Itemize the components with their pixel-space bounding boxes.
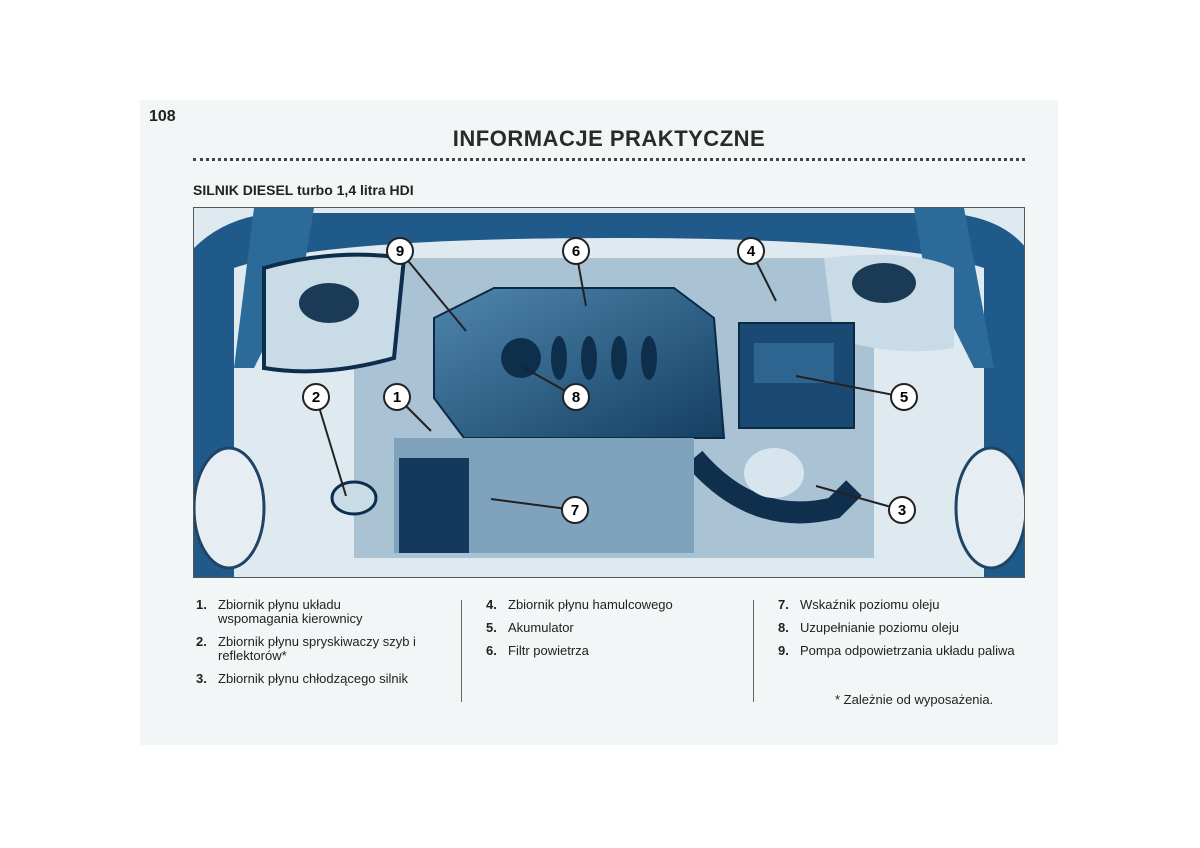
item-text: Pompa odpowietrzania układu paliwa (800, 643, 1015, 658)
item-number: 2. (196, 634, 207, 649)
callout-8: 8 (520, 365, 590, 411)
legend-item: 2. Zbiornik płynu spryskiwaczy szyb i ref… (196, 635, 416, 663)
svg-text:8: 8 (572, 389, 580, 406)
svg-text:1: 1 (393, 389, 401, 406)
legend-item: 4. Zbiornik płynu hamulcowego (486, 598, 726, 612)
item-text: Zbiornik płynu układu wspomagania kierow… (218, 597, 363, 626)
legend-column-2: 4. Zbiornik płynu hamulcowego 5. Akumulato… (486, 598, 726, 667)
item-number: 3. (196, 671, 207, 686)
svg-text:4: 4 (747, 243, 756, 260)
legend-item: 7. Wskaźnik poziomu oleju (778, 598, 1018, 612)
legend-column-1: 1. Zbiornik płynu układu wspomagania kier… (196, 598, 416, 695)
callout-4: 4 (737, 237, 777, 302)
item-number: 9. (778, 643, 789, 658)
legend-column-3: 7. Wskaźnik poziomu oleju 8. Uzupełnianie … (778, 598, 1018, 667)
svg-text:2: 2 (312, 389, 320, 406)
item-number: 4. (486, 597, 497, 612)
svg-text:9: 9 (396, 243, 404, 260)
legend-item: 9. Pompa odpowietrzania układu paliwa (778, 644, 1018, 658)
section-title: SILNIK DIESEL turbo 1,4 litra HDI (193, 182, 414, 198)
item-text: Filtr powietrza (508, 643, 589, 658)
item-text: Akumulator (508, 620, 574, 635)
engine-bay-illustration: 9 6 4 2 1 8 5 7 3 (193, 207, 1025, 578)
item-number: 7. (778, 597, 789, 612)
svg-text:6: 6 (572, 243, 580, 260)
legend-item: 3. Zbiornik płynu chłodzącego silnik (196, 672, 416, 686)
item-text: Zbiornik płynu hamulcowego (508, 597, 673, 612)
item-text: Zbiornik płynu spryskiwaczy szyb i refle… (218, 634, 416, 663)
dotted-divider (193, 158, 1025, 161)
svg-text:5: 5 (900, 389, 908, 406)
legend-item: 8. Uzupełnianie poziomu oleju (778, 621, 1018, 635)
item-number: 6. (486, 643, 497, 658)
page-title: INFORMACJE PRAKTYCZNE (452, 126, 766, 151)
callout-1: 1 (383, 383, 432, 432)
callout-9: 9 (386, 237, 467, 332)
callout-3: 3 (815, 485, 916, 524)
callout-7: 7 (490, 496, 589, 524)
callout-5: 5 (795, 375, 918, 411)
legend-item: 6. Filtr powietrza (486, 644, 726, 658)
column-divider (461, 600, 462, 702)
item-number: 1. (196, 597, 207, 612)
footnote: * Zależnie od wyposażenia. (835, 692, 994, 707)
item-number: 5. (486, 620, 497, 635)
item-number: 8. (778, 620, 789, 635)
item-text: Zbiornik płynu chłodzącego silnik (218, 671, 409, 686)
column-divider (753, 600, 754, 702)
item-text: Wskaźnik poziomu oleju (800, 597, 940, 612)
callout-6: 6 (562, 237, 590, 307)
legend-item: 1. Zbiornik płynu układu wspomagania kier… (196, 598, 416, 626)
page-number: 108 (149, 108, 176, 125)
item-text: Uzupełnianie poziomu oleju (800, 620, 959, 635)
legend-item: 5. Akumulator (486, 621, 726, 635)
svg-text:3: 3 (898, 502, 906, 519)
callout-2: 2 (302, 383, 347, 497)
svg-text:7: 7 (571, 502, 579, 519)
